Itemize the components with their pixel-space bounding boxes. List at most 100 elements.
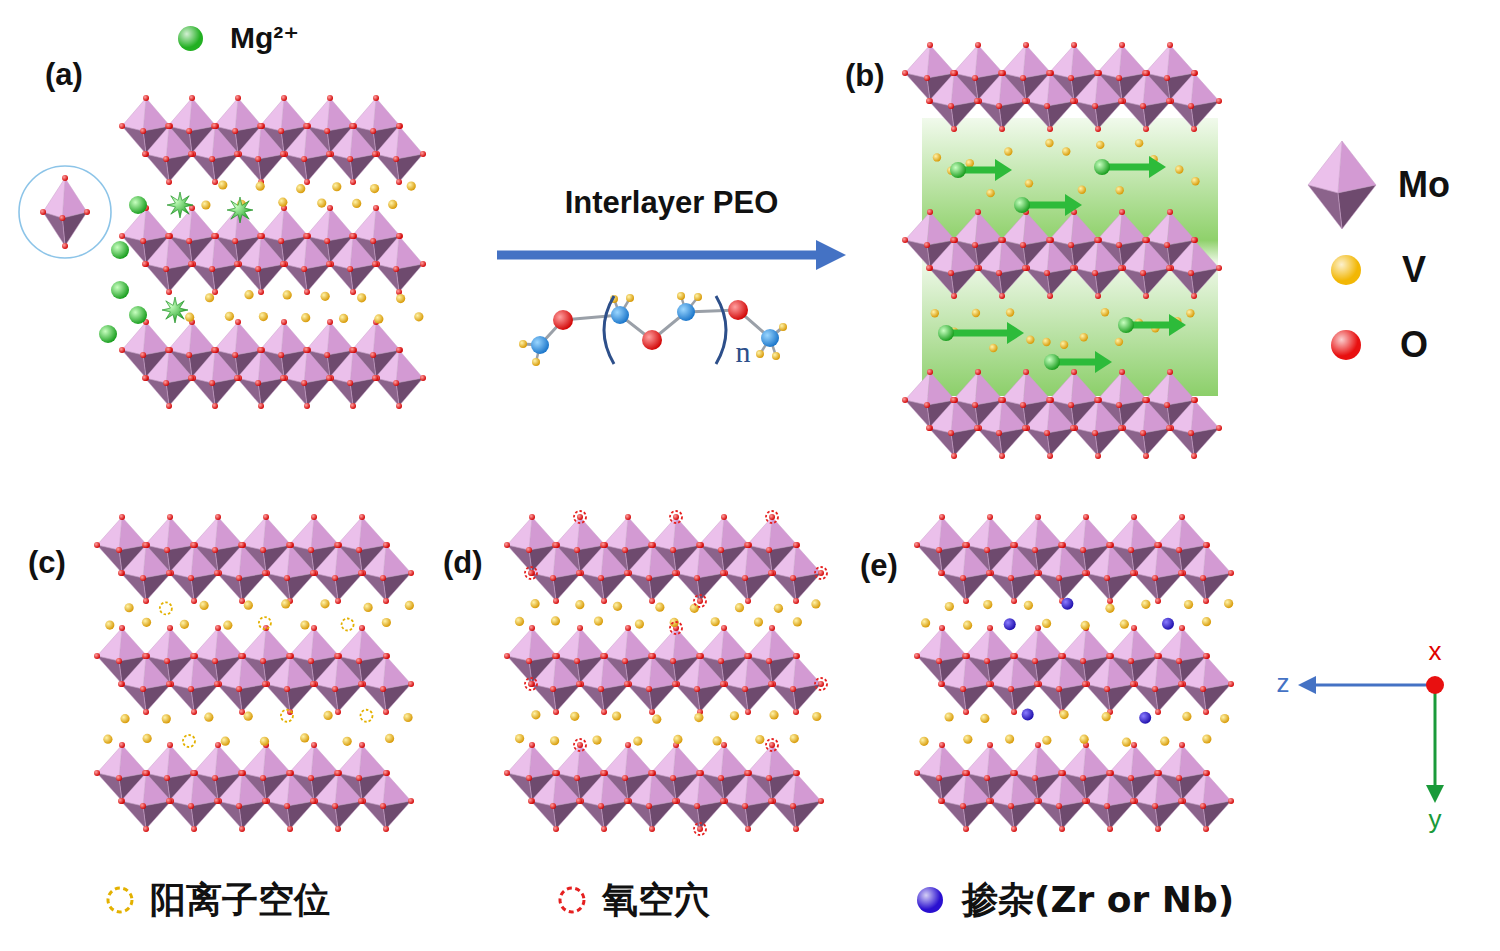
oxygen-atom bbox=[1060, 770, 1066, 776]
oxygen-atom bbox=[950, 397, 956, 403]
mo-octahedron bbox=[627, 545, 677, 601]
oxygen-atom bbox=[167, 798, 173, 804]
octahedron-face bbox=[745, 545, 773, 578]
octahedron-face bbox=[963, 773, 991, 806]
oxygen-atom bbox=[166, 123, 172, 129]
octahedron-face bbox=[1107, 684, 1135, 712]
octahedron-face bbox=[359, 628, 387, 661]
oxygen-atom bbox=[305, 123, 311, 129]
oxygen-atom bbox=[1020, 75, 1026, 81]
oxygen-atom bbox=[351, 347, 357, 353]
octahedron-face bbox=[929, 101, 954, 129]
vanadium-atom bbox=[594, 616, 603, 625]
oxygen-atom bbox=[622, 547, 628, 553]
oxygen-atom bbox=[142, 653, 148, 659]
mo-octahedron bbox=[675, 656, 725, 712]
oxygen-atom bbox=[304, 403, 310, 409]
oxygen-atom bbox=[769, 514, 775, 520]
octahedron-face bbox=[627, 684, 652, 712]
oxygen-atom bbox=[927, 98, 933, 104]
oxygen-atom bbox=[215, 742, 221, 748]
mo-octahedron bbox=[265, 773, 315, 829]
oxygen-atom bbox=[744, 653, 750, 659]
octahedron-face bbox=[553, 656, 581, 689]
oxygen-atom bbox=[951, 397, 957, 403]
oxygen-atom bbox=[1152, 686, 1158, 692]
octahedron-face bbox=[383, 656, 411, 689]
vanadium-atom bbox=[1184, 600, 1193, 609]
mo-octahedron bbox=[1181, 773, 1231, 829]
oxygen-atom bbox=[745, 542, 751, 548]
oxygen-atom bbox=[304, 347, 310, 353]
octahedron-face bbox=[793, 656, 821, 689]
octahedron-face bbox=[1073, 268, 1098, 296]
octahedron-face bbox=[215, 745, 243, 778]
octahedron-face bbox=[963, 545, 991, 578]
octahedron-face bbox=[697, 773, 725, 806]
oxygen-atom bbox=[670, 658, 676, 664]
octahedron-face bbox=[1073, 73, 1098, 106]
oxygen-atom bbox=[745, 653, 751, 659]
oxygen-atom bbox=[1154, 770, 1160, 776]
octahedron-face bbox=[237, 378, 261, 406]
vanadium-atom bbox=[225, 312, 234, 321]
octahedron-face bbox=[265, 684, 290, 712]
octahedron-face bbox=[191, 573, 219, 601]
oxygen-atom bbox=[358, 798, 364, 804]
vanadium-atom bbox=[1025, 179, 1033, 187]
oxygen-atom bbox=[964, 542, 970, 548]
octahedron-face bbox=[977, 400, 1002, 433]
octahedron-face bbox=[999, 428, 1027, 456]
octahedron-face bbox=[119, 745, 147, 778]
oxygen-atom bbox=[1032, 547, 1038, 553]
oxygen-atom bbox=[262, 681, 268, 687]
octahedron-face bbox=[1025, 240, 1050, 273]
oxygen-atom bbox=[938, 798, 944, 804]
octahedron-face bbox=[1181, 801, 1206, 829]
oxygen-atom bbox=[239, 770, 245, 776]
octahedron-face bbox=[1059, 573, 1087, 601]
oxygen-atom bbox=[924, 242, 930, 248]
oxygen-atom bbox=[914, 653, 920, 659]
oxygen-atom bbox=[303, 233, 309, 239]
mo-octahedron bbox=[771, 773, 821, 829]
oxygen-atom bbox=[140, 803, 146, 809]
oxygen-vacancy bbox=[574, 511, 586, 523]
oxygen-atom bbox=[240, 542, 246, 548]
oxygen-atom bbox=[951, 293, 957, 299]
oxygen-atom bbox=[769, 798, 775, 804]
oxygen-atom bbox=[598, 575, 604, 581]
octahedron-face bbox=[335, 684, 363, 712]
vanadium-atom bbox=[1096, 141, 1104, 149]
oxygen-atom bbox=[308, 547, 314, 553]
oxygen-atom bbox=[372, 151, 378, 157]
octahedron-face bbox=[999, 268, 1027, 296]
oxygen-atom bbox=[408, 798, 414, 804]
oxygen-atom bbox=[335, 709, 341, 715]
octahedron-face bbox=[675, 684, 700, 712]
vanadium-atom bbox=[652, 715, 661, 724]
oxygen-atom bbox=[964, 770, 970, 776]
oxygen-atom bbox=[263, 798, 269, 804]
oxygen-atom bbox=[574, 658, 580, 664]
oxygen-atom bbox=[420, 261, 426, 267]
oxygen-atom bbox=[238, 542, 244, 548]
vanadium-atom bbox=[323, 711, 332, 720]
octahedron-face bbox=[1085, 573, 1110, 601]
octahedron-face bbox=[1131, 517, 1159, 550]
oxygen-atom bbox=[963, 542, 969, 548]
oxygen-atom bbox=[1228, 798, 1234, 804]
mo-octahedron bbox=[1037, 656, 1087, 712]
oxygen-atom bbox=[926, 425, 932, 431]
oxygen-atom bbox=[359, 514, 365, 520]
mo-octahedron bbox=[1037, 773, 1087, 829]
octahedron-face bbox=[329, 126, 353, 159]
oxygen-atom bbox=[287, 542, 293, 548]
octahedron-face bbox=[167, 745, 195, 778]
arrow-head bbox=[995, 159, 1012, 181]
oxygen-atom bbox=[359, 625, 365, 631]
octahedron-face bbox=[304, 350, 331, 383]
octahedron-face bbox=[143, 656, 171, 689]
oxygen-atom bbox=[1058, 653, 1064, 659]
mo-octahedron bbox=[329, 126, 377, 182]
